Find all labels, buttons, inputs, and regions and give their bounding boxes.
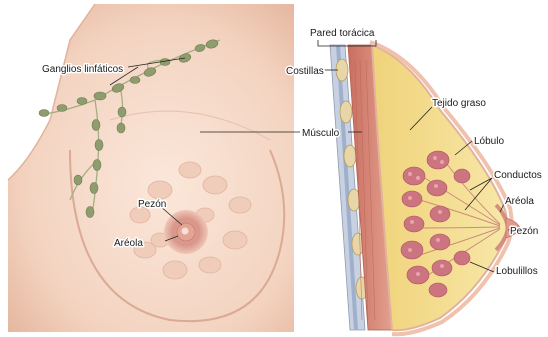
frontal-view [8,4,294,332]
label-pezon-left: Pezón [138,199,166,210]
label-ganglios: Ganglios linfáticos [42,64,123,75]
label-musculo: Músculo [302,128,340,139]
label-pared: Pared torácica [310,28,375,39]
label-pezon-right: Pezón [510,226,538,237]
label-tejido: Tejido graso [432,98,486,109]
cross-section-view [330,42,520,334]
label-costillas: Costillas [286,66,324,77]
label-lobulo: Lóbulo [474,136,504,147]
label-areola-left: Aréola [114,238,143,249]
label-conductos: Conductos [494,170,542,181]
nipple-highlight [182,228,189,235]
label-areola-right: Aréola [505,196,534,207]
label-lobulillos: Lobulillos [496,266,538,277]
